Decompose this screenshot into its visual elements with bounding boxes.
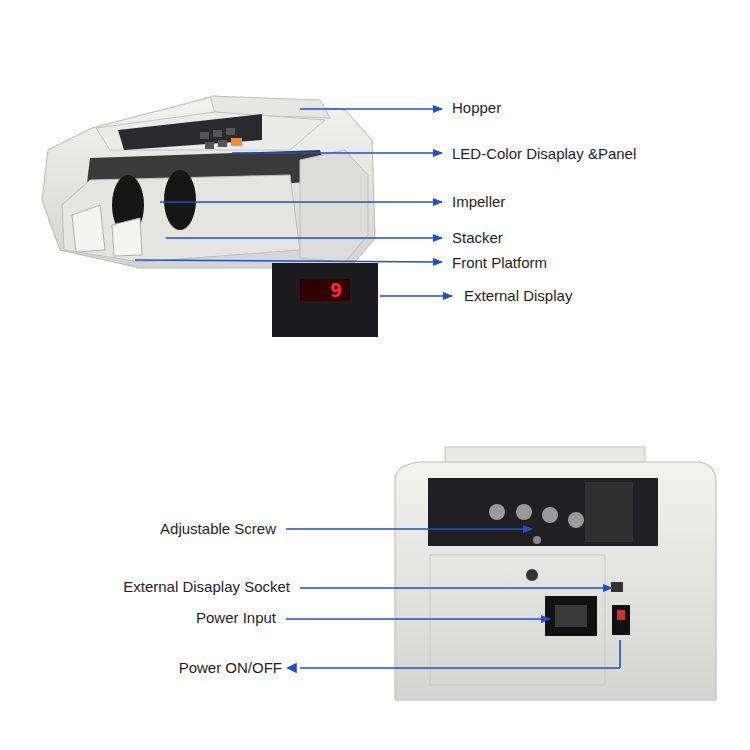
part-label: LED-Color Disaplay &Panel (452, 145, 636, 163)
part-label: Hopper (452, 99, 501, 117)
part-label: Front Platform (452, 254, 547, 272)
part-label: External Display (464, 287, 572, 305)
part-label: Impeller (452, 193, 505, 211)
counter-front (42, 96, 375, 268)
part-label: Power ON/OFF (179, 659, 282, 677)
part-label: Stacker (452, 229, 503, 247)
part-label: Adjustable Screw (160, 520, 276, 538)
display-digit: 9 (330, 279, 342, 302)
part-label: External Disaplay Socket (123, 578, 290, 596)
counter-rear (395, 447, 716, 700)
part-label: Power Input (196, 609, 276, 627)
external-display (272, 263, 378, 337)
